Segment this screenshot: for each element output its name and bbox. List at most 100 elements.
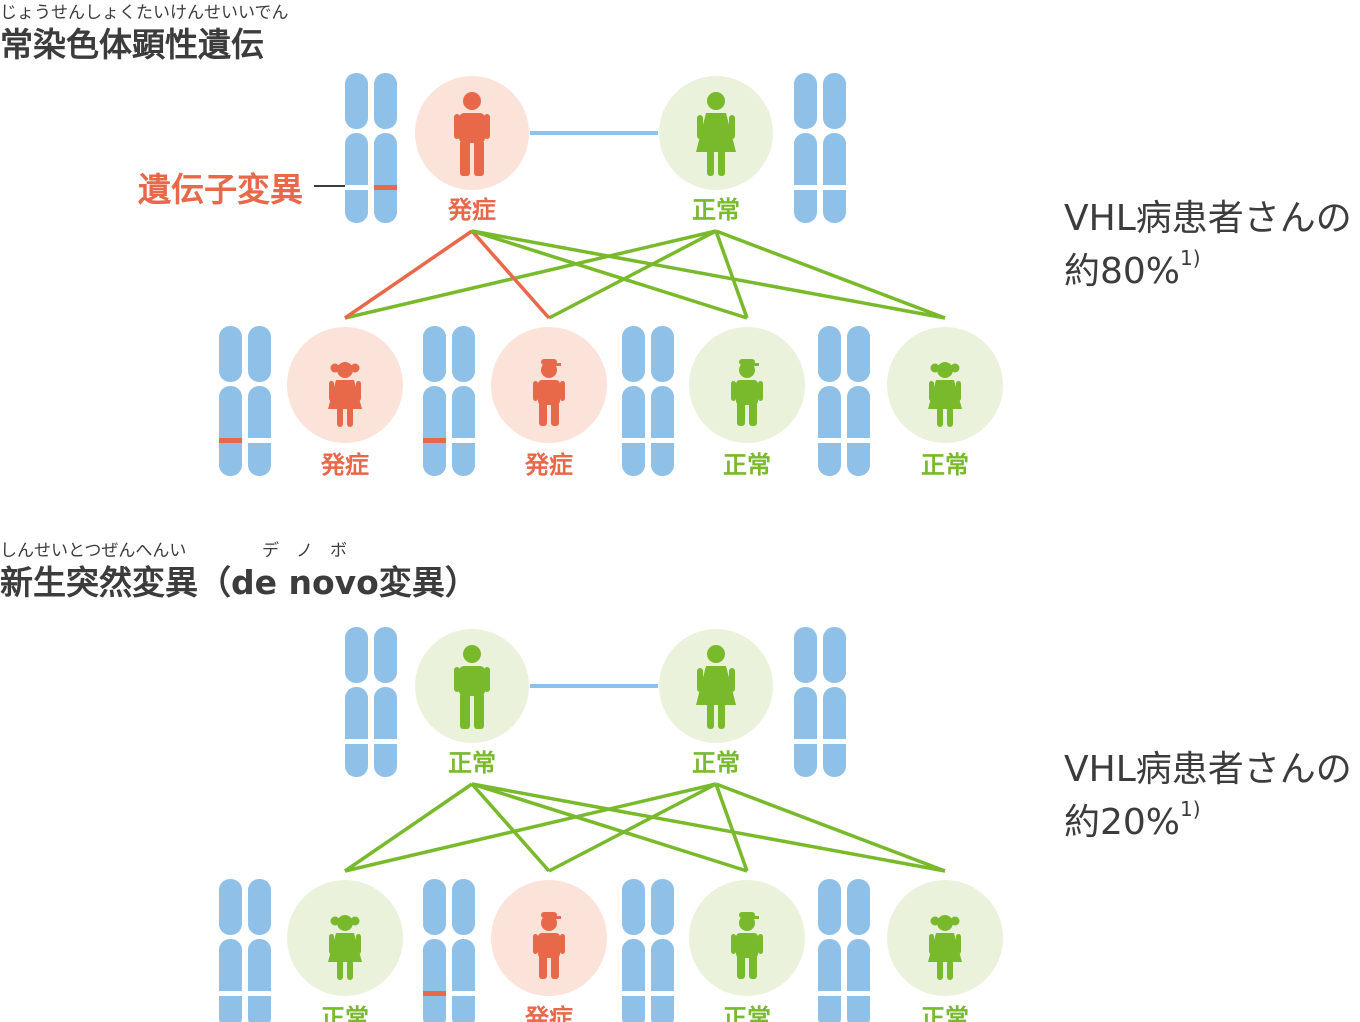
s2-child-1-normal-band — [248, 991, 271, 996]
section1-title-ruby: じょうせんしょくたいけんせいいでん — [0, 3, 289, 23]
s2-child-4-chromatid-upper — [818, 879, 841, 935]
section1-mother-chromosome — [794, 73, 846, 223]
section2-title-ruby2: デ ノ ボ — [262, 540, 347, 561]
s1-child-1-chromatid-lower — [219, 386, 242, 476]
section1-stat-value: 約80% — [1064, 251, 1180, 292]
section1-mother: 正常 — [659, 76, 773, 224]
s2-child-4-normal-band — [818, 991, 841, 996]
s2-father-chromatid-lower — [374, 687, 397, 777]
section1-stat-line1: VHL病患者さんの — [1064, 198, 1352, 239]
s1-child-1-chromatid-upper — [219, 326, 242, 382]
s1-mother-line-3 — [714, 230, 749, 319]
s2-child-2-status: 発症 — [524, 1004, 573, 1022]
s1-mother-line-4 — [715, 229, 946, 320]
s2-child-3-chromatid-upper — [651, 879, 674, 935]
s2-mother-chromatid-lower — [823, 687, 846, 777]
s1-child-3: 正常 — [622, 326, 805, 479]
section2-stat-line2: 約20%1) — [1064, 797, 1201, 843]
s1-child-4: 正常 — [818, 326, 1003, 479]
s2-mother-line-1 — [344, 782, 717, 873]
s2-child-3-normal-band — [651, 991, 674, 996]
s1-child-2-chromatid-upper — [423, 326, 446, 382]
s2-child-4: 正常 — [818, 879, 1003, 1022]
s1-child-3-chromosome — [622, 326, 674, 476]
s1-child-1-chromatid-upper — [248, 326, 271, 382]
s2-mother-line-4 — [715, 782, 946, 873]
s1-mother-chromatid-lower — [823, 133, 846, 223]
section2-father-chromosome — [345, 627, 397, 777]
s2-mother-chromatid-upper — [794, 627, 817, 683]
s2-child-4-chromatid-upper — [847, 879, 870, 935]
s2-child-2-chromosome — [423, 879, 475, 1022]
s1-child-4-chromatid-upper — [847, 326, 870, 382]
s1-mother-line-1 — [344, 229, 717, 320]
s2-mother-chromatid-upper — [823, 627, 846, 683]
s1-father-chromatid-lower — [374, 133, 397, 223]
s1-child-4-normal-band — [818, 438, 841, 443]
section1-father-status: 発症 — [447, 196, 496, 224]
s1-child-1-chromosome — [219, 326, 271, 476]
section2-father: 正常 — [415, 629, 529, 777]
section2-mother-chromosome — [794, 627, 846, 777]
s2-mother-normal-band — [823, 739, 846, 744]
s2-child-1-chromatid-lower — [219, 939, 242, 1022]
s1-mother-chromatid-lower — [794, 133, 817, 223]
s2-child-3-chromosome — [622, 879, 674, 1022]
s2-father-line-4 — [471, 782, 946, 873]
s2-father-line-1 — [344, 782, 473, 873]
s1-mother-line-2 — [548, 229, 717, 320]
s1-child-2-normal-band — [452, 438, 475, 443]
s2-child-3-chromatid-upper — [622, 879, 645, 935]
s1-child-4-status: 正常 — [921, 451, 969, 479]
s1-child-2-chromatid-upper — [452, 326, 475, 382]
s1-child-4-chromatid-upper — [818, 326, 841, 382]
s1-child-4-chromosome — [818, 326, 870, 476]
s1-child-2-chromosome — [423, 326, 475, 476]
s2-father-chromatid-upper — [345, 627, 368, 683]
s2-father-line-3 — [471, 782, 748, 873]
s1-child-2-chromatid-lower — [452, 386, 475, 476]
section2-inheritance-lines — [344, 782, 946, 873]
section2-stat-value: 約20% — [1064, 802, 1180, 843]
s2-child-2-chromatid-upper — [452, 879, 475, 935]
s1-child-3-chromatid-lower — [622, 386, 645, 476]
section2-stat-sup: 1) — [1180, 797, 1201, 821]
s1-mother-chromatid-upper — [794, 73, 817, 129]
s2-child-1-status: 正常 — [321, 1004, 369, 1022]
s2-child-4-chromatid-lower — [818, 939, 841, 1022]
section1-father: 発症 — [415, 76, 529, 224]
s2-father-normal-band — [345, 739, 368, 744]
s2-child-1-chromatid-upper — [248, 879, 271, 935]
s1-father-normal-band — [345, 185, 368, 190]
section1-mother-status: 正常 — [692, 196, 740, 224]
s2-father-chromatid-lower — [345, 687, 368, 777]
s2-child-3-chromatid-lower — [651, 939, 674, 1022]
section1-title: 常染色体顕性遺伝 — [0, 25, 264, 64]
section2-children: 正常発症正常正常 — [219, 879, 1003, 1022]
s2-child-2-chromatid-lower — [452, 939, 475, 1022]
s2-mother-chromatid-lower — [794, 687, 817, 777]
s2-child-3: 正常 — [622, 879, 805, 1022]
s2-child-3-normal-band — [622, 991, 645, 996]
section1-stat-sup: 1) — [1180, 246, 1201, 270]
s2-child-4-status: 正常 — [921, 1004, 969, 1022]
s1-child-1-normal-band — [248, 438, 271, 443]
s2-mother-normal-band — [794, 739, 817, 744]
s2-child-1-chromatid-upper — [219, 879, 242, 935]
s2-child-4-normal-band — [847, 991, 870, 996]
section2-stat-line1: VHL病患者さんの — [1064, 749, 1352, 790]
s2-father-normal-band — [374, 739, 397, 744]
s1-child-3-normal-band — [651, 438, 674, 443]
s1-child-4-chromatid-lower — [818, 386, 841, 476]
s2-child-3-chromatid-lower — [622, 939, 645, 1022]
s2-child-1: 正常 — [219, 879, 403, 1022]
s2-mother-line-3 — [714, 783, 749, 872]
s1-child-1-mutation-band — [219, 438, 242, 443]
section1-children: 発症発症正常正常 — [219, 326, 1003, 479]
section2-title: 新生突然変異（de novo変異） — [0, 563, 478, 602]
s1-father-chromatid-lower — [345, 133, 368, 223]
s1-child-3-chromatid-lower — [651, 386, 674, 476]
s1-child-4-normal-band — [847, 438, 870, 443]
s2-child-2-normal-band — [452, 991, 475, 996]
s1-child-2-mutation-band — [423, 438, 446, 443]
